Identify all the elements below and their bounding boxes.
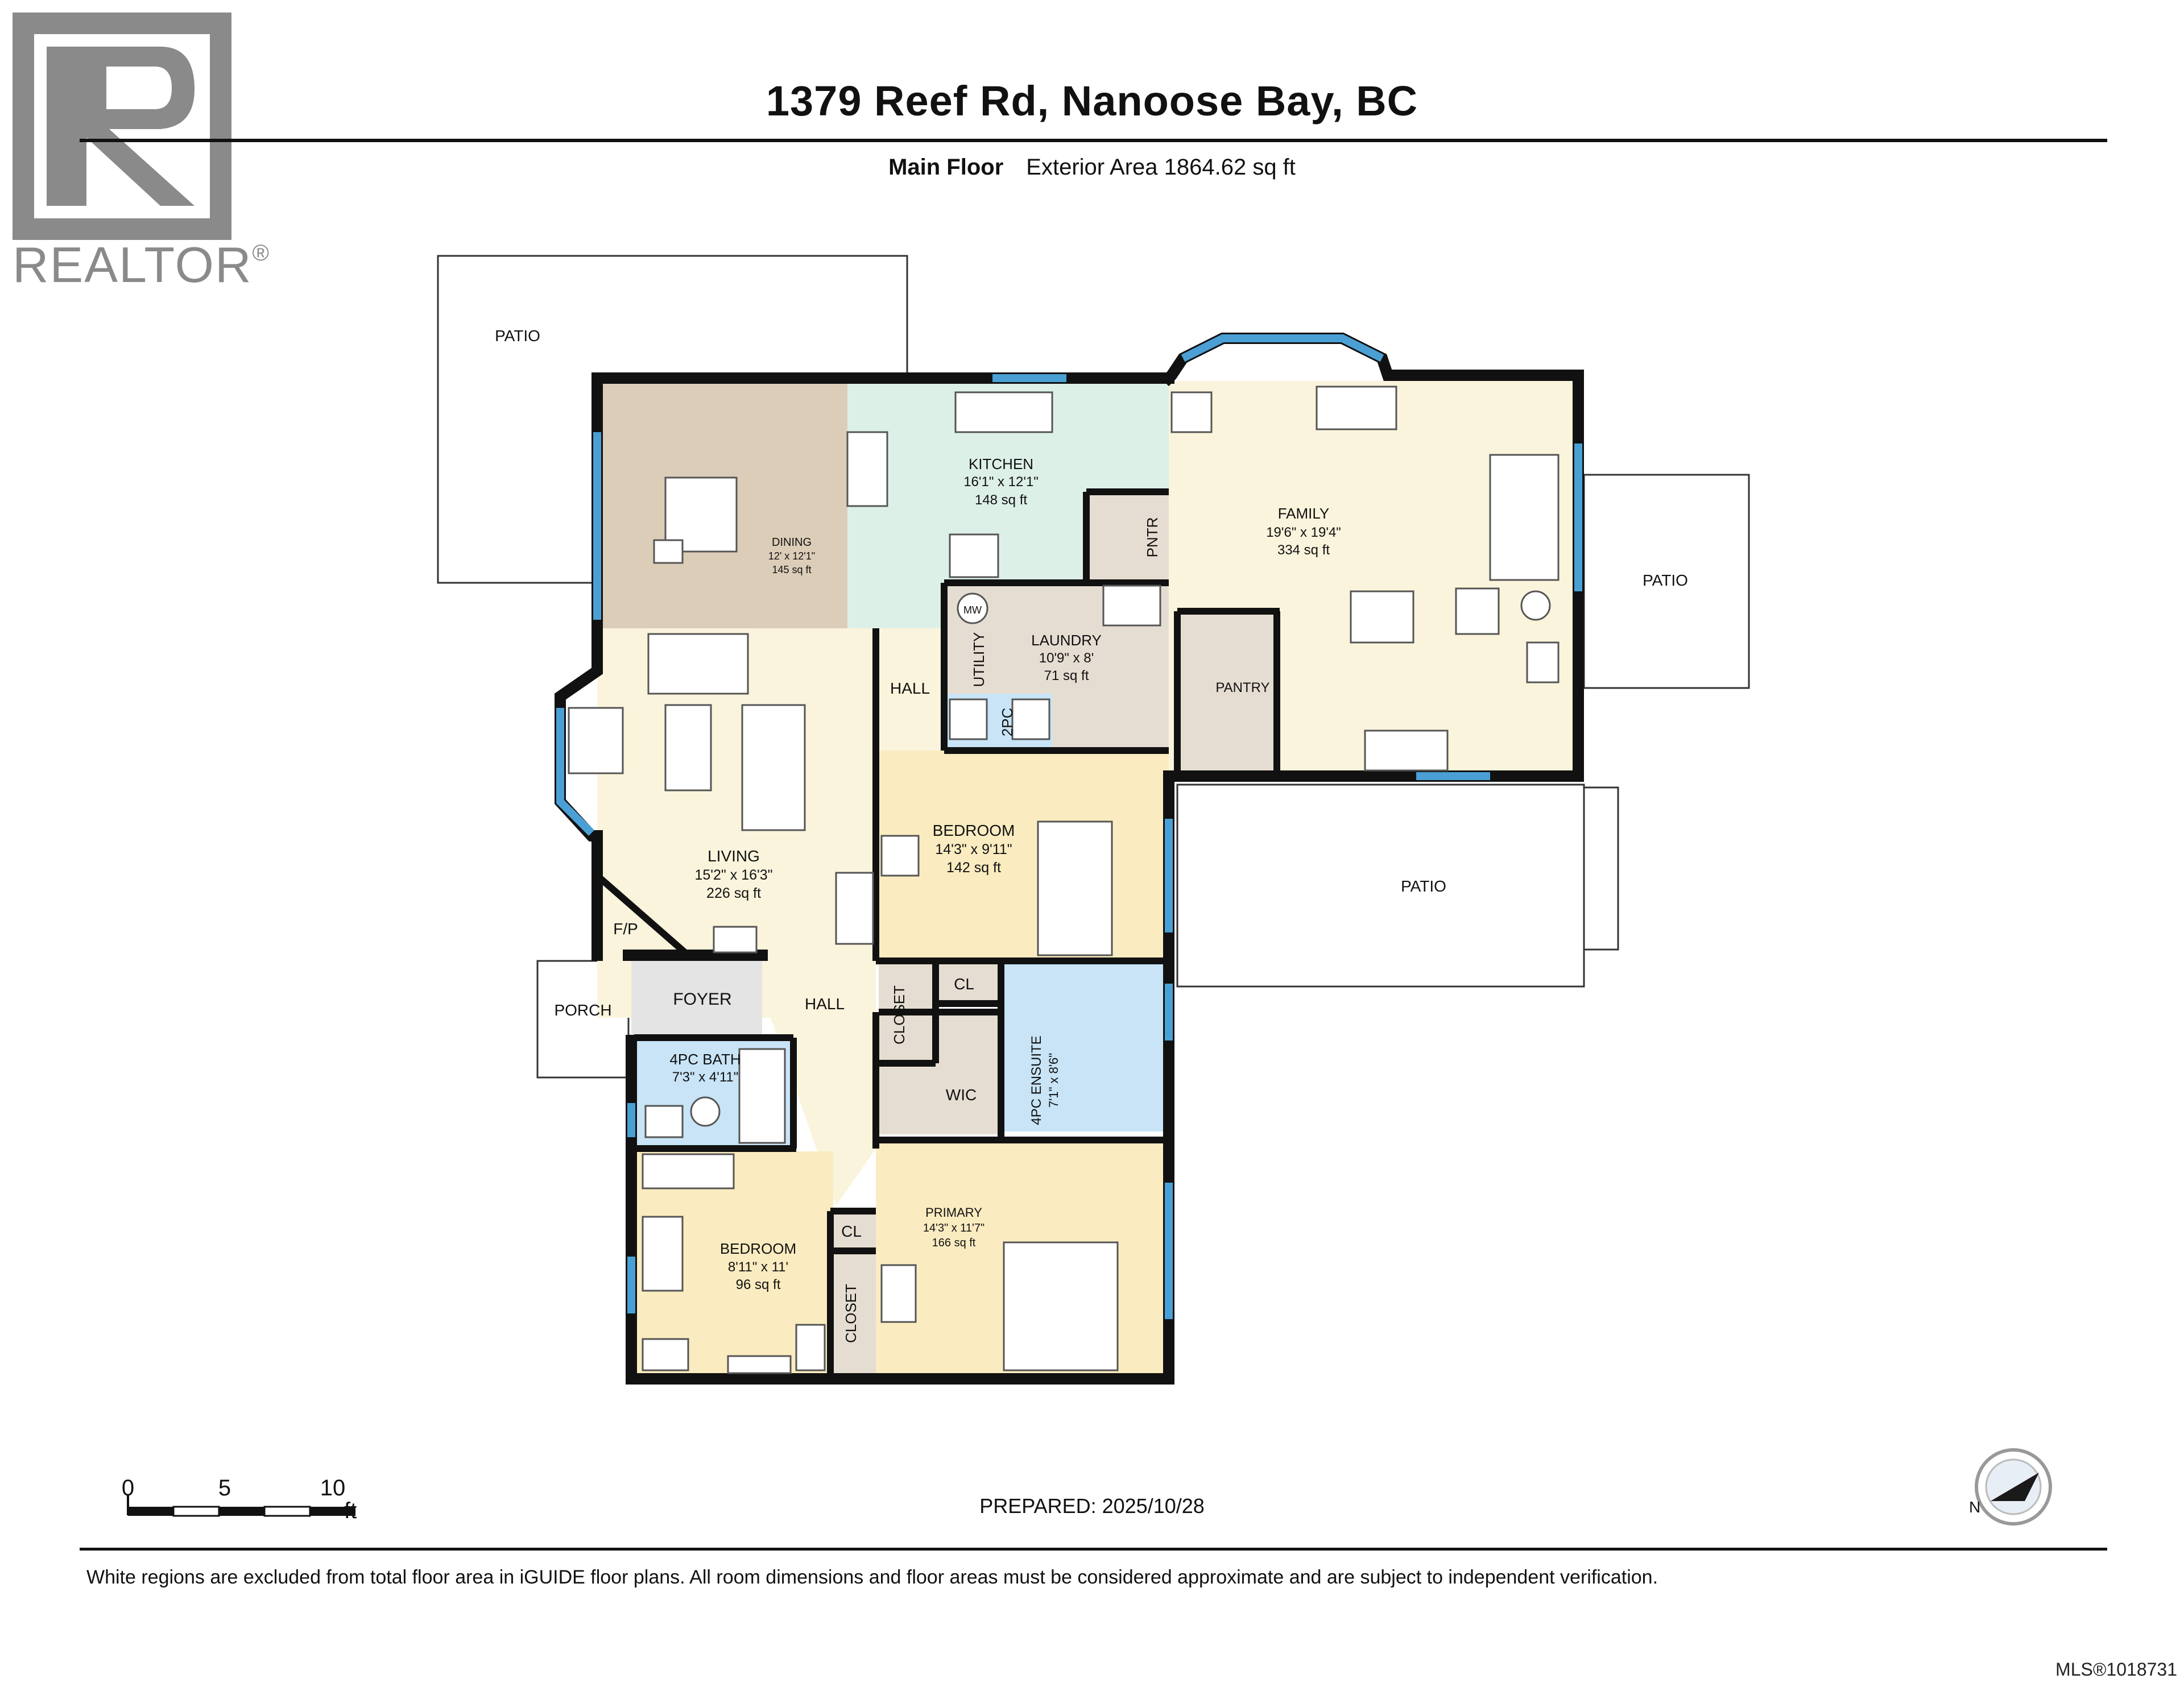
pntr-room <box>1086 492 1169 580</box>
floor-label: Main Floor <box>888 155 1004 180</box>
family-area: 334 sq ft <box>1277 542 1330 558</box>
cl-label-upper: CL <box>954 975 974 993</box>
header-divider <box>80 139 2107 142</box>
pantry-room <box>1177 611 1277 776</box>
cl-label-lower: CL <box>841 1222 862 1240</box>
bedroom-label: BEDROOM <box>933 822 1015 839</box>
bedroom-room <box>876 751 1169 964</box>
laundry-area: 71 sq ft <box>1044 668 1089 683</box>
primary-area: 166 sq ft <box>932 1237 976 1249</box>
ensuite-dims: 7'1" x 8'6" <box>1046 1053 1061 1108</box>
primary-label: PRIMARY <box>925 1205 982 1220</box>
bedroom2-dims: 8'11" x 11' <box>728 1259 788 1275</box>
hall-label-upper: HALL <box>890 679 930 697</box>
footer-divider <box>80 1548 2107 1551</box>
patio-south <box>1176 784 1585 988</box>
family-dims: 19'6" x 19'4" <box>1266 525 1341 540</box>
living-dims: 15'2" x 16'3" <box>694 867 772 883</box>
patio-label-northwest: PATIO <box>495 327 540 345</box>
pantry-label: PANTRY <box>1215 680 1269 695</box>
bedroom2-area: 96 sq ft <box>736 1277 781 1292</box>
bath-label: 4PC BATH <box>669 1051 741 1068</box>
bedroom-area: 142 sq ft <box>946 860 1001 876</box>
closet-lower <box>833 1245 876 1373</box>
bath-dims: 7'3" x 4'11" <box>672 1070 739 1085</box>
two-pc-label: 2PC <box>999 708 1016 737</box>
hall-label-lower: HALL <box>805 995 845 1013</box>
scale-tick-5: 5 <box>218 1475 231 1501</box>
ensuite-label: 4PC ENSUITE <box>1029 1035 1044 1125</box>
fp-label: F/P <box>613 920 638 938</box>
bedroom2-label: BEDROOM <box>720 1240 796 1257</box>
dining-label: DINING <box>772 536 812 549</box>
scale-tick-10: 10 <box>320 1475 346 1501</box>
laundry-label: LAUNDRY <box>1031 632 1102 649</box>
realtor-logo <box>13 13 231 240</box>
compass-north-label: N <box>1969 1498 1980 1516</box>
floor-subtitle: Main Floor Exterior Area 1864.62 sq ft <box>0 155 2184 180</box>
realtor-wordmark: REALTOR® <box>13 237 270 293</box>
kitchen-label: KITCHEN <box>969 455 1033 472</box>
mw-label: MW <box>963 604 982 616</box>
scale-tick-0: 0 <box>122 1475 134 1501</box>
laundry-dims: 10'9" x 8' <box>1039 650 1094 666</box>
hall-upper <box>876 628 944 751</box>
cl-room-lower <box>833 1211 876 1245</box>
mw-icon <box>957 592 988 624</box>
kitchen-dims: 16'1" x 12'1" <box>963 474 1039 490</box>
foyer-label: FOYER <box>673 990 731 1009</box>
family-label: FAMILY <box>1278 505 1330 522</box>
closet-label-lower: CLOSET <box>842 1284 859 1343</box>
scale-bar: 0 5 10 ft <box>122 1475 357 1523</box>
exterior-area: Exterior Area 1864.62 sq ft <box>1026 155 1296 180</box>
page-title: 1379 Reef Rd, Nanoose Bay, BC <box>766 77 1418 125</box>
ensuite-room <box>1001 964 1169 1131</box>
foyer-room <box>631 952 762 1035</box>
mls-number: MLS®1018731 <box>2055 1659 2177 1680</box>
closet-label-upper: CLOSET <box>891 985 908 1044</box>
dining-dims: 12' x 12'1" <box>768 550 815 562</box>
wic-label: WIC <box>946 1086 977 1104</box>
living-area: 226 sq ft <box>706 885 761 901</box>
kitchen-area: 148 sq ft <box>975 492 1027 508</box>
prepared-date: PREPARED: 2025/10/28 <box>979 1494 1205 1518</box>
patio-label-south: PATIO <box>1401 877 1446 895</box>
dining-area: 145 sq ft <box>772 564 811 575</box>
compass-icon: N <box>1969 1448 2052 1526</box>
utility-label: UTILITY <box>970 632 987 687</box>
porch <box>536 960 630 1079</box>
porch-label: PORCH <box>554 1001 611 1019</box>
bedroom-dims: 14'3" x 9'11" <box>935 842 1012 857</box>
living-label: LIVING <box>708 847 760 865</box>
patio-label-east: PATIO <box>1643 571 1688 589</box>
cl-room-upper <box>938 964 1001 1004</box>
patio-south-extension <box>1583 786 1619 951</box>
primary-dims: 14'3" x 11'7" <box>923 1222 985 1234</box>
scale-unit: ft <box>344 1498 357 1523</box>
disclaimer-text: White regions are excluded from total fl… <box>86 1566 1658 1588</box>
pntr-label: PNTR <box>1144 517 1161 558</box>
